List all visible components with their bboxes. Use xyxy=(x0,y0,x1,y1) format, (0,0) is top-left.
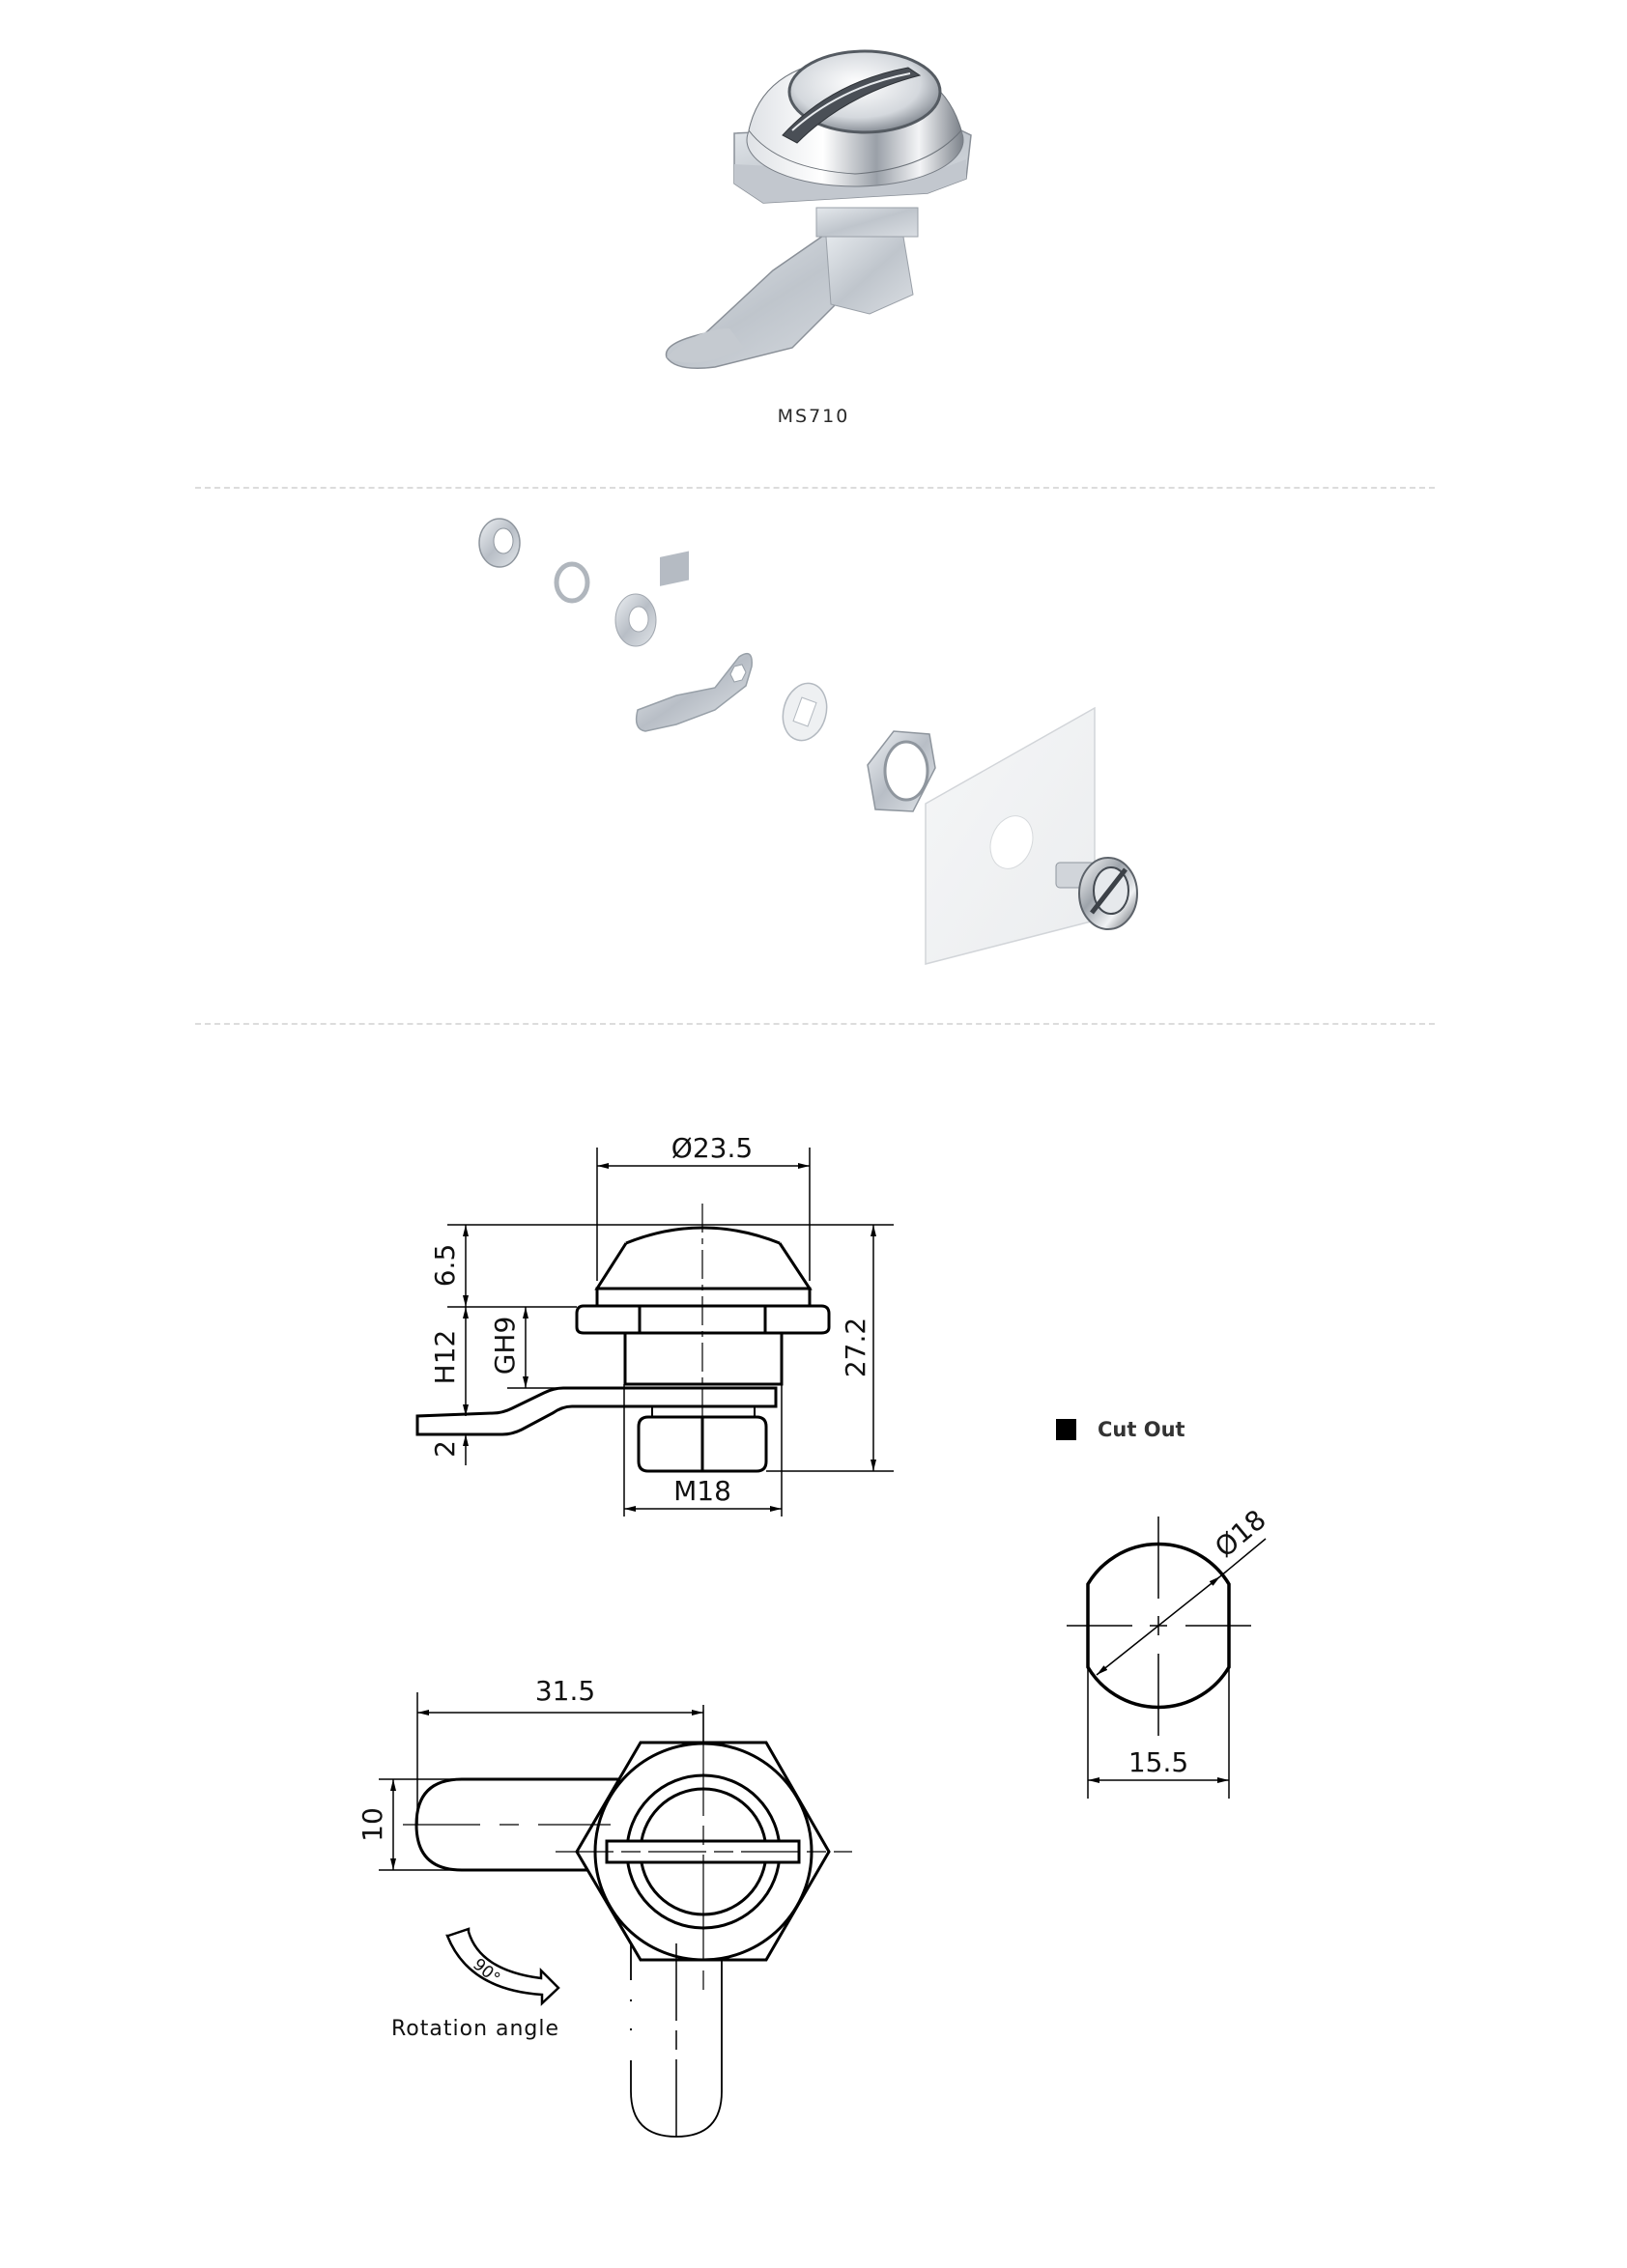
exploded-spring-washer xyxy=(554,561,590,604)
dim-grip-h: H12 xyxy=(429,1330,461,1385)
slot xyxy=(782,67,922,144)
exploded-panel-nut xyxy=(867,730,936,812)
dim-cam-length: 31.5 xyxy=(535,1675,595,1707)
exploded-hex-nut xyxy=(478,518,521,568)
dim-head-height: 6.5 xyxy=(429,1244,461,1288)
side-view xyxy=(415,1148,894,1517)
exploded-cam xyxy=(635,551,753,732)
cutout-legend: Cut Out xyxy=(1056,1418,1185,1441)
exploded-square-washer xyxy=(782,682,828,742)
top-view-labels: 31.5 10 90° xyxy=(357,1675,595,1989)
dim-head-diameter: Ø23.5 xyxy=(671,1132,753,1164)
dim-cutout-diameter: Ø18 xyxy=(1209,1504,1271,1564)
dim-cutout-flat: 15.5 xyxy=(1128,1746,1188,1778)
product-image xyxy=(665,49,972,369)
cap-dome xyxy=(625,1226,781,1245)
top-view xyxy=(379,1692,852,2144)
dim-overall-height: 27.2 xyxy=(840,1318,871,1377)
rotation-angle-label: Rotation angle xyxy=(391,2017,560,2041)
hex-nut xyxy=(575,1304,831,1335)
cam xyxy=(415,1386,778,1436)
product-caption: MS710 xyxy=(777,406,850,427)
dim-thread: M18 xyxy=(673,1475,731,1507)
exploded-lock-body xyxy=(1055,857,1138,930)
exploded-view xyxy=(478,518,1138,965)
cap-base-ring xyxy=(595,1287,812,1308)
lock-body xyxy=(623,1331,784,1386)
dim-cam-thickness: 2 xyxy=(429,1440,461,1458)
exploded-flat-washer xyxy=(614,593,657,647)
side-view-labels: Ø23.5 6.5 H12 GH9 2 27.2 M18 xyxy=(429,1132,871,1507)
cutout-legend-label: Cut Out xyxy=(1098,1418,1185,1441)
section-divider-top xyxy=(195,487,1435,489)
dim-grip-g: GH9 xyxy=(489,1317,521,1375)
cap-cone xyxy=(594,1242,813,1290)
section-divider-bottom xyxy=(195,1023,1435,1025)
cutout-drawing xyxy=(1067,1517,1267,1799)
dim-cam-width: 10 xyxy=(357,1807,388,1842)
legend-square-icon xyxy=(1056,1419,1076,1440)
rotation-arrow-icon xyxy=(445,1927,560,2006)
bottom-nut xyxy=(637,1415,768,1473)
